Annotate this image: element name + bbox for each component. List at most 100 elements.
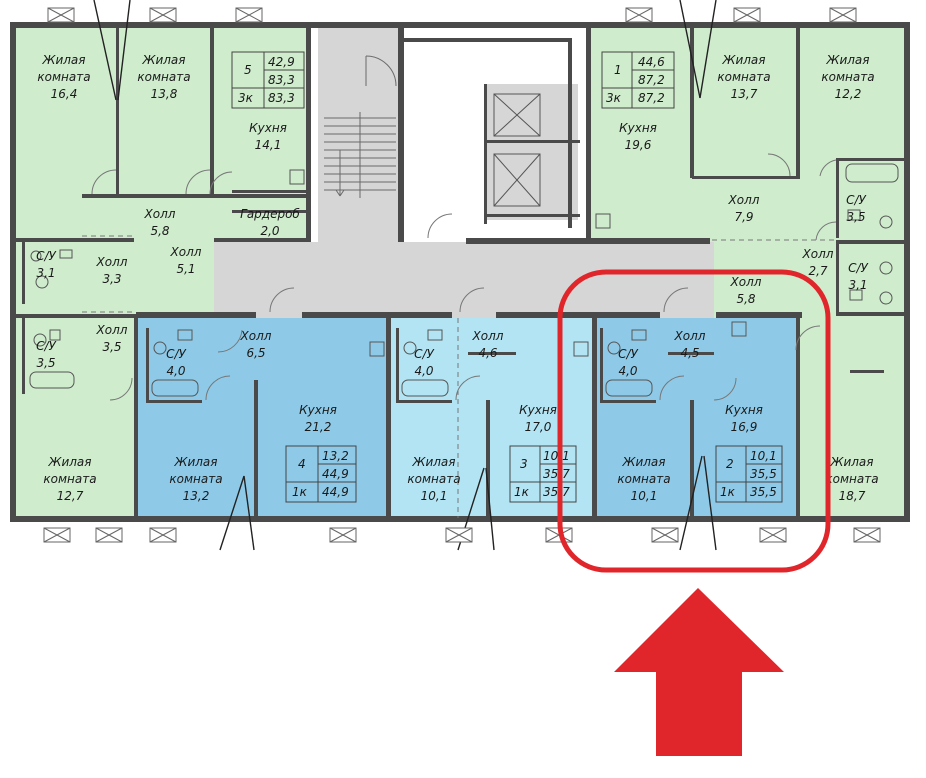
wall-j: [14, 314, 136, 318]
room-label-line: С/У: [848, 261, 868, 275]
window-mark: [149, 7, 177, 23]
room-label-r10: С/У 3,5: [36, 339, 56, 370]
wall-an: [146, 400, 202, 403]
wall-r: [796, 318, 800, 518]
wall-p: [386, 318, 391, 518]
wall-v: [586, 28, 591, 244]
room-label-line: Жилая: [722, 53, 766, 67]
room-label-line: 3,5: [846, 210, 865, 224]
window-mark: [47, 7, 75, 23]
apt-3-total: 35,7: [543, 467, 570, 481]
room-label-line: 16,9: [731, 420, 758, 434]
room-label-line: комната: [821, 70, 874, 84]
wall-am: [146, 328, 149, 400]
room-label-line: комната: [825, 472, 878, 486]
apt-2-total2: 35,5: [750, 485, 777, 499]
corridor-fill: [214, 242, 714, 318]
apt-2-total: 35,5: [750, 467, 777, 481]
apartment-info-text: 5 3к 42,9 83,3 83,3 1 3к 44,6 87,2 87,2 …: [238, 55, 777, 499]
window-mark: [329, 527, 357, 543]
room-label-line: Кухня: [725, 403, 763, 417]
apt-2-type: 1к: [720, 485, 736, 499]
wall-y: [692, 176, 800, 179]
room-label-line: 3,5: [36, 356, 55, 370]
highlight-arrow: [614, 588, 784, 756]
wall-c: [306, 28, 311, 242]
apartment-1-table: [601, 51, 675, 109]
window-mark: [235, 7, 263, 23]
room-label-line: 21,2: [305, 420, 332, 434]
apt-1-total: 87,2: [638, 73, 665, 87]
room-label-line: комната: [37, 70, 90, 84]
room-label-line: Жилая: [412, 455, 456, 469]
wall-ah: [484, 140, 580, 143]
wall-l: [302, 312, 452, 318]
window-mark: [733, 7, 761, 23]
wall-x: [796, 28, 800, 178]
apt-3-type: 1к: [514, 485, 530, 499]
room-label-line: 5,8: [736, 292, 755, 306]
room-label-line: 3,3: [102, 272, 121, 286]
window-mark: [829, 7, 857, 23]
apt-5-living: 42,9: [268, 55, 295, 69]
window-mark: [651, 527, 679, 543]
room-label-line: 13,8: [151, 87, 178, 101]
wall-ad: [836, 312, 906, 316]
wall-aa: [836, 158, 839, 238]
apt-2-number: 2: [726, 457, 734, 471]
room-label-line: С/У: [36, 339, 56, 353]
wall-k: [136, 312, 256, 318]
window-mark: [759, 527, 787, 543]
walls: [10, 22, 910, 522]
apt-3-living: 10,1: [543, 449, 570, 463]
wall-b: [210, 28, 214, 196]
apt-4-type: 1к: [292, 485, 308, 499]
room-label-line: Кухня: [519, 403, 557, 417]
room-label-line: С/У: [414, 347, 434, 361]
room-label-line: Жилая: [42, 53, 86, 67]
room-label-line: Кухня: [299, 403, 337, 417]
room-label-line: 5,1: [176, 262, 195, 276]
room-label-line: 4,0: [166, 364, 185, 378]
wall-ar: [600, 400, 656, 403]
green-block-left-lower: [14, 318, 136, 518]
outer-wall-left: [10, 22, 16, 522]
wall-q: [592, 318, 597, 518]
wall-h: [214, 238, 310, 242]
apt-5-total2: 83,3: [268, 91, 295, 105]
room-label-line: 12,2: [835, 87, 862, 101]
bath-fixtures: [29, 163, 899, 397]
room-label-line: 17,0: [525, 420, 552, 434]
room-label-line: комната: [407, 472, 460, 486]
outer-wall-top: [10, 22, 910, 28]
wall-t: [486, 400, 490, 518]
apt-1-living: 44,6: [638, 55, 665, 69]
wall-w: [690, 28, 694, 178]
window-mark: [95, 527, 123, 543]
room-label-line: Холл: [96, 323, 128, 337]
wall-n: [716, 312, 802, 318]
room-label-line: Жилая: [830, 455, 874, 469]
apt-5-number: 5: [244, 63, 252, 77]
room-label-line: 2,7: [808, 264, 827, 278]
apartment-tables: [231, 51, 783, 503]
apt-2-living: 10,1: [750, 449, 777, 463]
staircase: [324, 55, 397, 198]
apartment-4-table: [285, 445, 357, 503]
